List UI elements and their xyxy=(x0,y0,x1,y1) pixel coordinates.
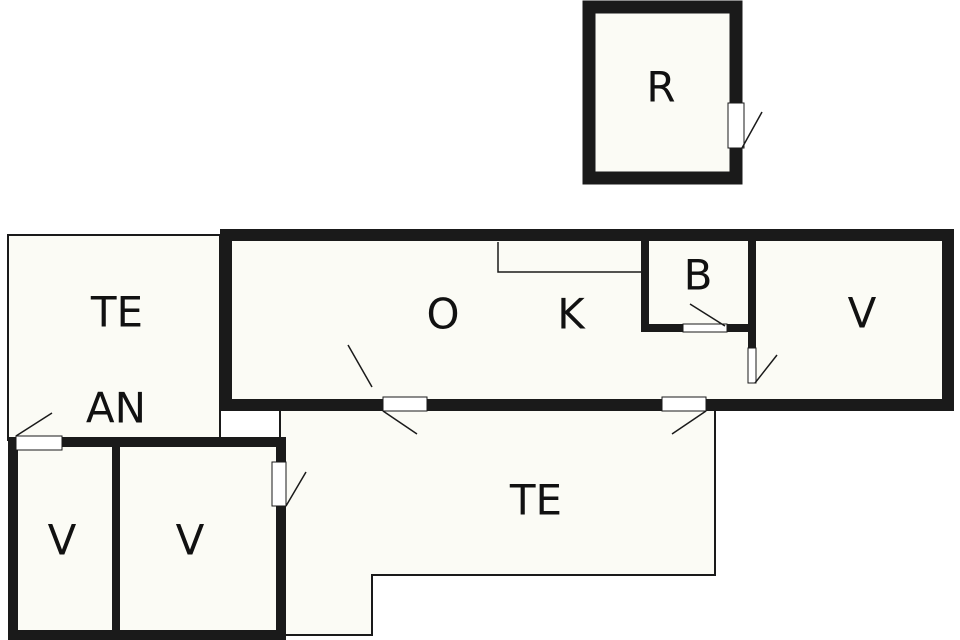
bathroom-door xyxy=(682,323,728,333)
main-door-left-swing-out xyxy=(382,410,418,435)
label-storage-right: V xyxy=(176,516,205,565)
label-terrace-left: TE xyxy=(90,288,143,337)
label-terrace-bottom: TE xyxy=(509,476,562,525)
outbuilding-door-top-swing xyxy=(15,412,53,437)
terrace-bottom-floor xyxy=(279,404,716,636)
main-door-right-swing xyxy=(671,410,707,435)
label-bedroom-right: V xyxy=(848,289,877,338)
sauna-door-swing xyxy=(741,111,763,149)
bathroom-door-swing xyxy=(689,303,726,327)
main-house-walls xyxy=(220,229,954,411)
main-door-right xyxy=(661,396,707,412)
kitchen-counter xyxy=(497,242,645,273)
bedroom-door-swing xyxy=(754,354,778,384)
sauna-floor xyxy=(590,8,735,178)
bedroom-door xyxy=(747,347,757,384)
main-door-left-swing-in xyxy=(347,344,373,388)
sauna-walls xyxy=(582,0,743,185)
outbuilding-floor xyxy=(14,446,280,632)
label-bathroom: B xyxy=(684,251,713,300)
main-house-floor xyxy=(226,240,948,403)
label-living: O xyxy=(426,290,459,339)
label-sauna: R xyxy=(646,63,675,112)
bathroom-wall-left xyxy=(641,240,685,332)
label-kitchen: K xyxy=(557,290,586,339)
outbuilding-door-right xyxy=(271,461,287,507)
outbuilding-door-top xyxy=(15,435,63,451)
outbuilding-door-right-swing xyxy=(285,471,307,507)
label-outbuilding: AN xyxy=(86,384,146,433)
label-storage-left: V xyxy=(48,516,77,565)
outbuilding-walls xyxy=(8,437,286,640)
sauna-door xyxy=(727,102,745,149)
main-door-left xyxy=(382,396,428,412)
